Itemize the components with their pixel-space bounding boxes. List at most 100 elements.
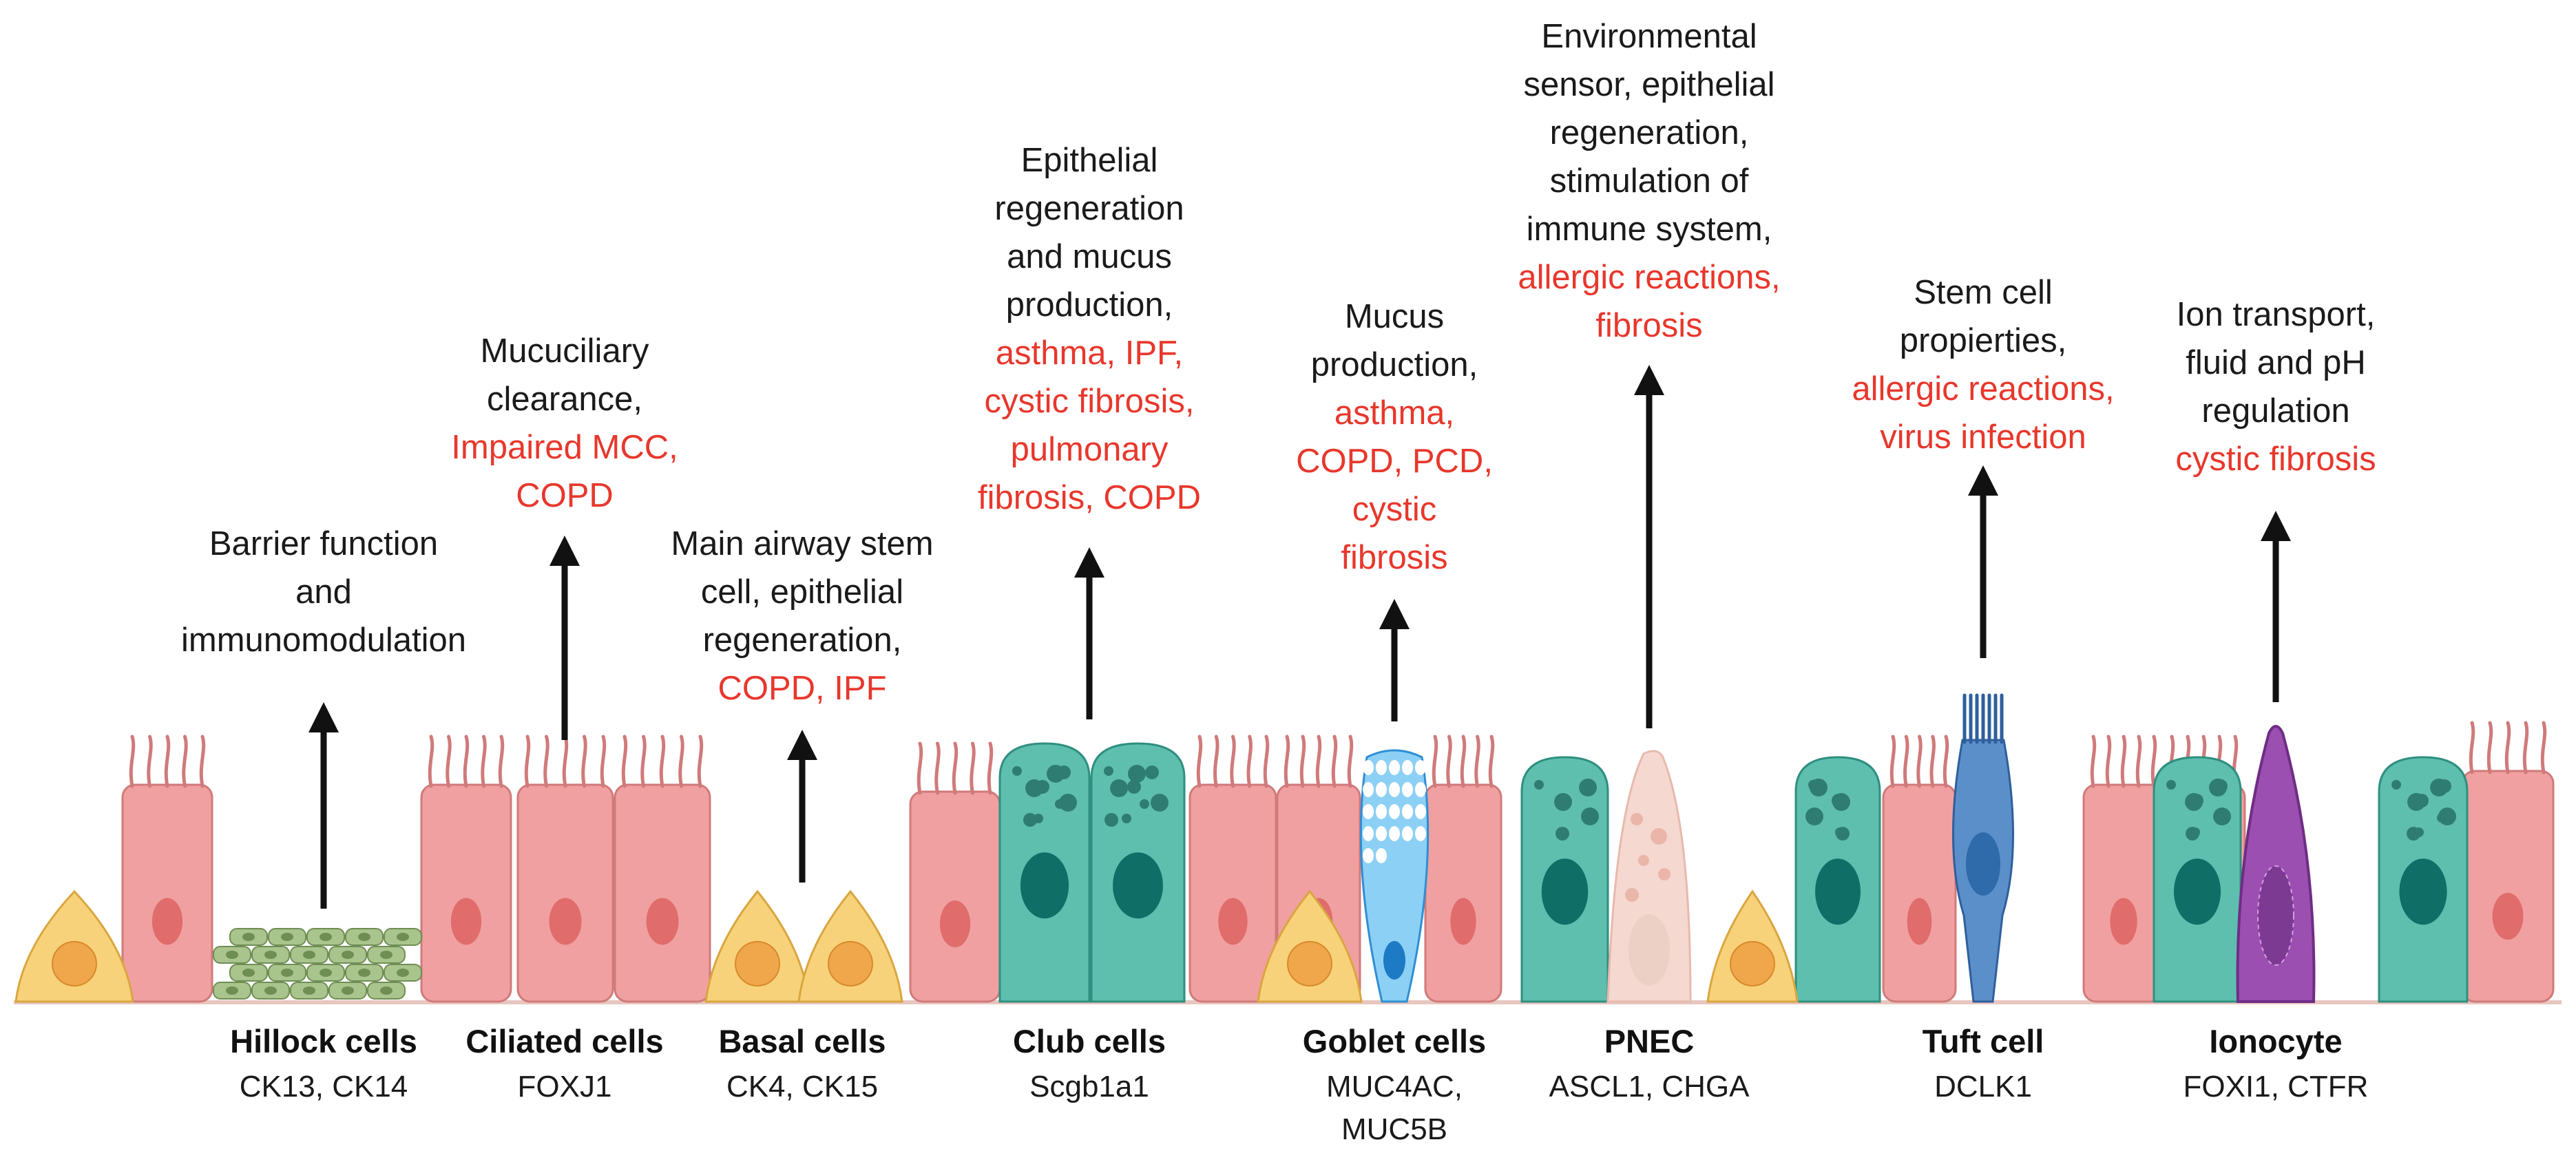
granule (1104, 813, 1118, 827)
disease-line: cystic fibrosis, (984, 383, 1195, 420)
cell-body (1424, 783, 1502, 1003)
nucleus (1020, 852, 1069, 919)
nucleus (303, 951, 315, 959)
club-cell (2153, 756, 2242, 1003)
cell-body (614, 783, 711, 1003)
nucleus (1383, 941, 1405, 980)
granule (1122, 814, 1131, 823)
cell-body (1188, 783, 1277, 1003)
arrow-club (1074, 547, 1104, 719)
cilium (1347, 735, 1354, 788)
nucleus (397, 933, 409, 941)
granule (1812, 813, 1822, 823)
function-line: cell, epithelial (700, 573, 904, 611)
disease-line: cystic (1352, 491, 1437, 528)
cilium (917, 741, 923, 795)
arrow-head (1379, 599, 1410, 629)
granule (2391, 780, 2401, 790)
disease-line: pulmonary (1010, 431, 1169, 468)
arrow-head (549, 536, 580, 566)
nucleus (549, 898, 582, 945)
cilium (970, 741, 976, 795)
mucus-granule (1363, 848, 1374, 863)
nucleus (939, 900, 971, 948)
nucleus (397, 969, 409, 977)
marker-line: FOXI1, CTFR (2183, 1070, 2369, 1103)
function-line: Environmental (1541, 18, 1757, 55)
cell-name-pnec: PNEC (1604, 1023, 1695, 1059)
function-line: Stem cell (1914, 274, 2053, 311)
cilium (697, 735, 704, 788)
nucleus (646, 898, 679, 945)
granule (1832, 793, 1850, 811)
basal-cell (797, 889, 903, 1003)
cell-body (420, 783, 512, 1003)
nucleus (52, 941, 97, 986)
nucleus (1113, 852, 1163, 919)
disease-line: COPD, IPF (718, 670, 887, 707)
cilium (2105, 735, 2112, 788)
granule (1151, 794, 1169, 812)
granule (1625, 888, 1639, 902)
cilium (2090, 735, 2097, 788)
arrow-hillock (308, 702, 339, 909)
cilium (164, 735, 171, 788)
granule (1584, 813, 1593, 823)
granule (1059, 794, 1077, 812)
function-line: Main airway stem (671, 525, 934, 562)
nucleus (303, 986, 315, 995)
nucleus (2399, 858, 2447, 925)
granule (1127, 780, 1141, 794)
basal-cell (1706, 889, 1799, 1003)
nucleus (1287, 941, 1332, 986)
granule (1110, 779, 1128, 797)
cell-markers-hillock: CK13, CK14 (138, 1066, 510, 1108)
disease-line: fibrosis, COPD (977, 479, 1201, 516)
cilium (1230, 735, 1236, 788)
cell-name-goblet: Goblet cells (1302, 1023, 1487, 1059)
granule (2430, 779, 2448, 796)
cilium (481, 735, 487, 788)
granule (1128, 765, 1146, 783)
granule (1651, 828, 1667, 845)
granule (2186, 827, 2199, 841)
granule (1556, 827, 1569, 841)
mucus-granule (1415, 804, 1426, 819)
nucleus (281, 969, 293, 977)
cilium (1299, 735, 1306, 788)
granule (2437, 813, 2447, 823)
basal-cell (1257, 889, 1363, 1003)
granule (1658, 868, 1671, 880)
cilium (1889, 735, 1896, 788)
tuft-cell (1951, 693, 2015, 1003)
nucleus (281, 933, 293, 941)
granule (1534, 780, 1544, 790)
marker-line: MUC5B (1341, 1112, 1448, 1146)
marker-line: CK13, CK14 (239, 1070, 408, 1103)
function-line: propierties, (1899, 322, 2067, 359)
cilium (1446, 735, 1452, 788)
cell-name-ciliated: Ciliated cells (465, 1023, 664, 1059)
cilium (2150, 735, 2157, 788)
cell-markers-tuft: DCLK1 (1797, 1066, 2169, 1108)
nucleus (450, 898, 482, 945)
ciliated-cell (2461, 721, 2555, 1003)
cilium (581, 735, 587, 788)
arrow-tuft (1968, 465, 1998, 658)
nucleus (2492, 893, 2524, 940)
function-line: and (295, 573, 352, 611)
arrow-ionocyte (2261, 511, 2291, 702)
mucus-granule (1389, 804, 1400, 819)
granule (1638, 855, 1649, 866)
disease-line: COPD (516, 477, 614, 514)
cilium (1903, 735, 1909, 788)
basal-cell (14, 889, 134, 1003)
granule (2407, 793, 2425, 811)
function-line: production, (1310, 346, 1478, 383)
cell-body (516, 783, 614, 1003)
granule (1047, 765, 1065, 783)
ciliated-cell (420, 735, 512, 1003)
